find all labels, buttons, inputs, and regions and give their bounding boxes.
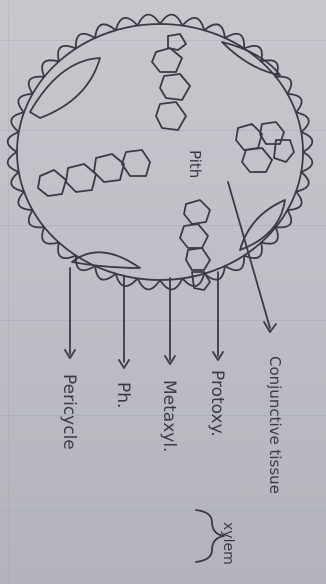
xylem-group-brace	[196, 510, 224, 562]
leader-line-conjunctive-tissue	[228, 182, 270, 328]
phloem-patch	[30, 58, 100, 118]
xylem-strand-top	[152, 34, 190, 130]
xylem-strand-right	[236, 122, 294, 172]
pericycle-label: Pericycle	[59, 374, 79, 450]
xylem-strand-left	[38, 150, 150, 196]
pith-label: Pith	[186, 150, 204, 178]
metaxylem-label: Metaxyl.	[159, 380, 179, 452]
conjunctive-tissue-label: Conjunctive tissue	[266, 356, 284, 494]
endodermis-cell-ring	[8, 15, 313, 290]
phloem-label: Ph.	[113, 382, 133, 408]
xylem-label: xylem	[220, 522, 236, 565]
stele-boundary	[17, 24, 303, 280]
protoxylem-label: Protoxy.	[207, 370, 227, 437]
